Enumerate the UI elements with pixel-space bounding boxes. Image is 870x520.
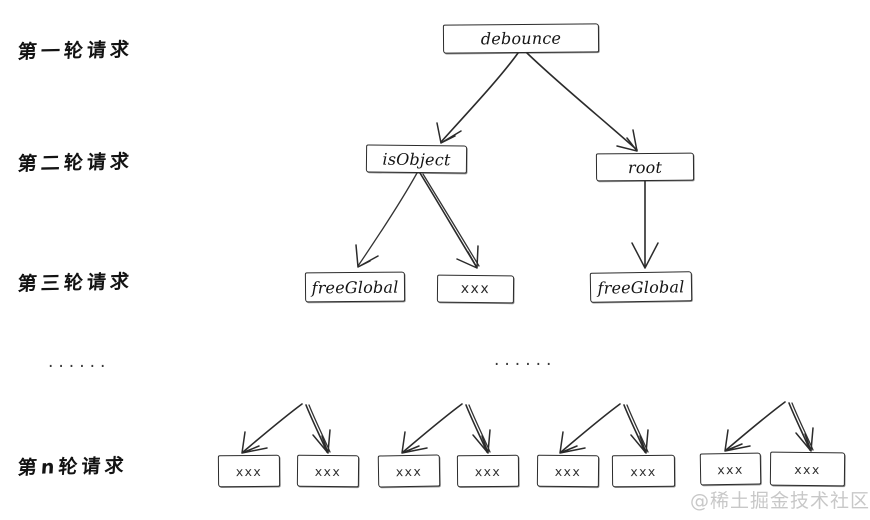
node-leaf-2[interactable]: xxx xyxy=(296,454,360,488)
edge-debounce-to-isObject xyxy=(436,52,519,144)
node-xxx-mid-label: xxx xyxy=(460,280,491,298)
node-leaf-2-label: xxx xyxy=(314,463,342,479)
node-debounce[interactable]: debounce xyxy=(442,23,600,54)
node-leaf-4-label: xxx xyxy=(474,463,502,479)
edge-cluster-4-left xyxy=(724,401,786,452)
node-leaf-1[interactable]: xxx xyxy=(217,454,281,488)
row-label-round-2: 第二轮请求 xyxy=(17,150,134,176)
row-label-ellipsis: ...... xyxy=(48,352,111,372)
edge-cluster-3-right xyxy=(623,404,649,454)
row-label-round-1: 第一轮请求 xyxy=(17,38,134,64)
node-leaf-6-label: xxx xyxy=(630,463,657,479)
node-leaf-7-label: xxx xyxy=(717,461,744,477)
edge-root-to-freeGlobal-right xyxy=(631,180,659,269)
node-freeglobal-left-label: freeGlobal xyxy=(311,277,399,297)
node-leaf-1-label: xxx xyxy=(235,463,263,479)
node-freeglobal-right-label: freeGlobal xyxy=(597,276,685,298)
node-leaf-8-label: xxx xyxy=(794,461,821,477)
edge-isObject-to-freeGlobal-left xyxy=(355,172,418,268)
edge-cluster-4-right xyxy=(788,402,814,452)
node-root-label: root xyxy=(627,157,663,177)
edge-debounce-to-root xyxy=(526,52,638,152)
edge-cluster-1-right xyxy=(305,404,331,454)
row-label-round-n: 第n轮请求 xyxy=(17,454,129,480)
node-isobject-label: isObject xyxy=(382,149,451,169)
middle-ellipsis: ...... xyxy=(494,350,557,370)
node-leaf-6[interactable]: xxx xyxy=(611,454,676,488)
node-isobject[interactable]: isObject xyxy=(365,144,468,174)
edge-cluster-1-left xyxy=(241,403,303,454)
node-leaf-3-label: xxx xyxy=(395,463,423,479)
row-label-round-3: 第三轮请求 xyxy=(17,270,134,296)
node-leaf-7[interactable]: xxx xyxy=(699,452,762,486)
node-xxx-mid[interactable]: xxx xyxy=(436,274,515,304)
edge-cluster-2-left xyxy=(401,403,463,454)
node-freeglobal-right[interactable]: freeGlobal xyxy=(589,271,693,303)
node-debounce-label: debounce xyxy=(480,28,562,49)
node-leaf-3[interactable]: xxx xyxy=(377,454,441,488)
edge-isObject-to-xxx-mid xyxy=(419,172,480,269)
edge-cluster-2-right xyxy=(465,404,491,454)
node-leaf-5-label: xxx xyxy=(554,463,582,479)
node-leaf-5[interactable]: xxx xyxy=(536,454,600,488)
node-leaf-4[interactable]: xxx xyxy=(456,454,520,488)
edge-cluster-3-left xyxy=(559,403,621,454)
node-root[interactable]: root xyxy=(595,152,695,182)
node-freeglobal-left[interactable]: freeGlobal xyxy=(304,271,406,303)
node-leaf-8[interactable]: xxx xyxy=(769,451,846,487)
